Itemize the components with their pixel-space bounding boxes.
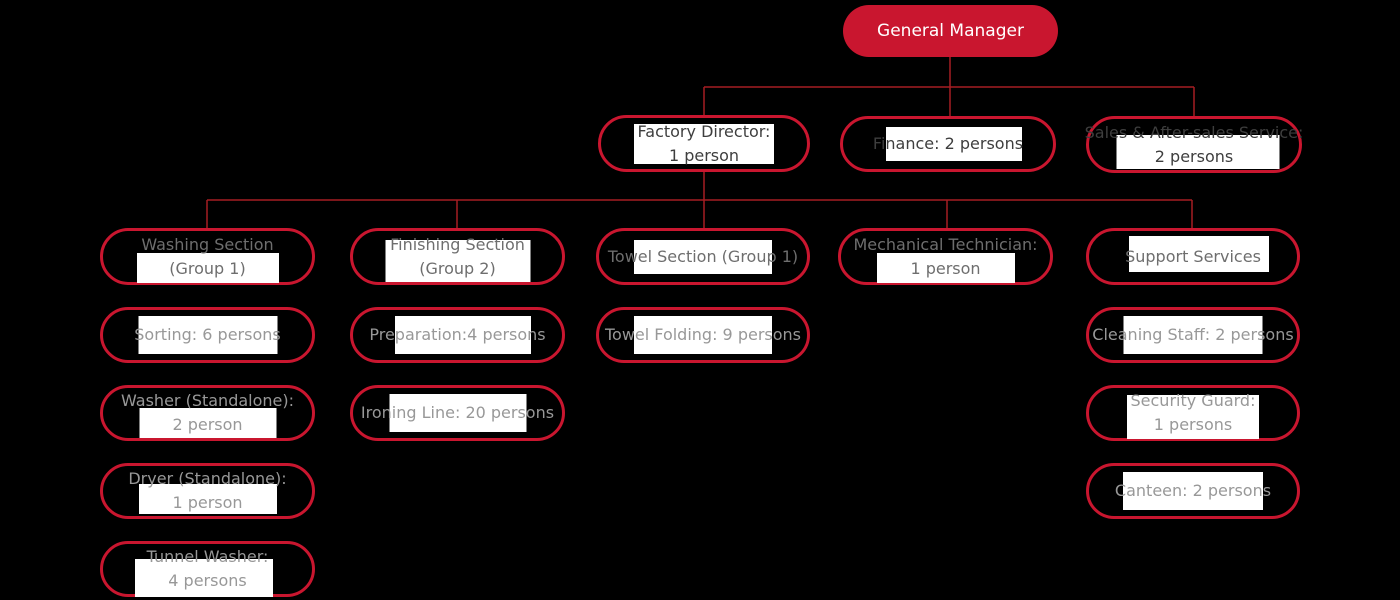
node-label-line: Tunnel Washer: — [146, 547, 269, 566]
node-label-line: 2 persons — [1154, 146, 1234, 166]
node-label: Towel Folding: 9 persons — [605, 323, 801, 347]
node-label: Preparation:4 persons — [369, 323, 545, 347]
node-label-line: (Group 2) — [419, 258, 496, 278]
node-label: Towel Section (Group 1) — [608, 245, 798, 269]
node-label-line: Washing Section — [141, 234, 274, 254]
org-node-finishing-section: Finishing Section (Group 2) — [350, 228, 565, 285]
node-label: Washing Section (Group 1) — [141, 233, 273, 281]
node-label-line: 4 persons — [168, 571, 247, 590]
org-node-ironing-line: Ironing Line: 20 persons — [350, 385, 565, 441]
label-highlight — [1116, 134, 1280, 169]
node-label: Sorting: 6 persons — [134, 323, 280, 347]
node-label-line: Towel Folding: 9 persons — [605, 325, 801, 344]
node-label-line: Finishing Section — [390, 234, 525, 254]
label-highlight — [389, 394, 526, 432]
org-node-preparation: Preparation:4 persons — [350, 307, 565, 363]
node-label-line: Towel Section (Group 1) — [607, 246, 799, 266]
label-highlight — [136, 252, 279, 283]
node-label: Dryer (Standalone): 1 person — [128, 467, 286, 515]
node-label: Finishing Section (Group 2) — [390, 233, 525, 281]
node-label-line: 1 person — [910, 258, 981, 278]
label-highlight — [385, 239, 530, 282]
org-node-support-services: Support Services — [1086, 228, 1300, 285]
node-label-line: Mechanical Technician: — [853, 234, 1038, 254]
org-node-finance: Finance: 2 persons — [840, 116, 1056, 172]
node-label-line: 1 persons — [1153, 415, 1233, 434]
node-label-line: 1 person — [668, 145, 740, 165]
node-label: Canteen: 2 persons — [1115, 479, 1271, 503]
org-node-towel-folding: Towel Folding: 9 persons — [596, 307, 810, 363]
node-label: Sales & After-sales Service: 2 persons — [1085, 121, 1304, 169]
org-node-sales-after-sales-service: Sales & After-sales Service: 2 persons — [1085, 116, 1304, 173]
label-highlight — [1129, 235, 1269, 272]
org-node-general-manager: General Manager — [843, 5, 1058, 57]
node-label: Support Services — [1125, 245, 1261, 269]
node-label-line: Preparation:4 persons — [369, 325, 546, 344]
node-label: Security Guard: 1 persons — [1131, 389, 1256, 437]
org-node-washer-standalone: Washer (Standalone): 2 person — [100, 385, 315, 441]
org-node-towel-section: Towel Section (Group 1) — [596, 228, 810, 285]
node-label-line: (Group 1) — [169, 258, 246, 278]
label-highlight — [138, 316, 277, 354]
org-node-washing-section: Washing Section (Group 1) — [100, 228, 315, 285]
label-highlight — [1127, 395, 1259, 439]
org-node-security-guard: Security Guard: 1 persons — [1086, 385, 1300, 441]
node-label: Cleaning Staff: 2 persons — [1092, 323, 1293, 347]
node-label-line: Security Guard: — [1130, 391, 1256, 410]
label-highlight — [394, 316, 531, 354]
node-label-line: Dryer (Standalone): — [128, 469, 287, 488]
label-highlight — [138, 484, 277, 514]
node-label: Tunnel Washer: 4 persons — [147, 545, 269, 593]
org-node-factory-director: Factory Director: 1 person — [598, 115, 810, 172]
node-label-line: Ironing Line: 20 persons — [360, 403, 555, 422]
node-label-line: Sales & After-sales Service: — [1084, 122, 1304, 142]
org-node-mechanical-technician: Mechanical Technician: 1 person — [838, 228, 1053, 285]
label-highlight — [634, 239, 772, 274]
node-label-line: Washer (Standalone): — [120, 391, 294, 410]
org-node-canteen: Canteen: 2 persons — [1086, 463, 1300, 519]
label-highlight — [876, 252, 1015, 283]
node-label-line: Sorting: 6 persons — [134, 325, 281, 344]
node-label: Finance: 2 persons — [873, 132, 1023, 156]
org-node-cleaning-staff: Cleaning Staff: 2 persons — [1086, 307, 1300, 363]
label-highlight — [634, 316, 772, 354]
label-highlight — [1123, 316, 1263, 354]
node-label: Washer (Standalone): 2 person — [121, 389, 294, 437]
org-node-dryer-standalone: Dryer (Standalone): 1 person — [100, 463, 315, 519]
label-highlight — [634, 123, 774, 164]
node-label-line: Canteen: 2 persons — [1114, 481, 1272, 500]
label-highlight — [886, 127, 1022, 161]
label-highlight — [1123, 472, 1263, 510]
node-label-line: Finance: 2 persons — [872, 134, 1024, 153]
org-node-tunnel-washer: Tunnel Washer: 4 persons — [100, 541, 315, 597]
node-label-line: Factory Director: — [637, 121, 771, 141]
node-label-line: 2 person — [172, 415, 243, 434]
node-label: Factory Director: 1 person — [638, 120, 771, 168]
label-highlight — [139, 408, 276, 438]
node-label: Mechanical Technician: 1 person — [853, 233, 1037, 281]
node-label-line: 1 person — [172, 493, 243, 512]
node-label-line: Cleaning Staff: 2 persons — [1092, 325, 1294, 344]
node-label-line: Support Services — [1125, 246, 1261, 266]
node-label: General Manager — [877, 19, 1024, 43]
node-label: Ironing Line: 20 persons — [361, 401, 554, 425]
org-node-sorting: Sorting: 6 persons — [100, 307, 315, 363]
node-label-line: General Manager — [877, 21, 1024, 41]
label-highlight — [134, 559, 273, 597]
